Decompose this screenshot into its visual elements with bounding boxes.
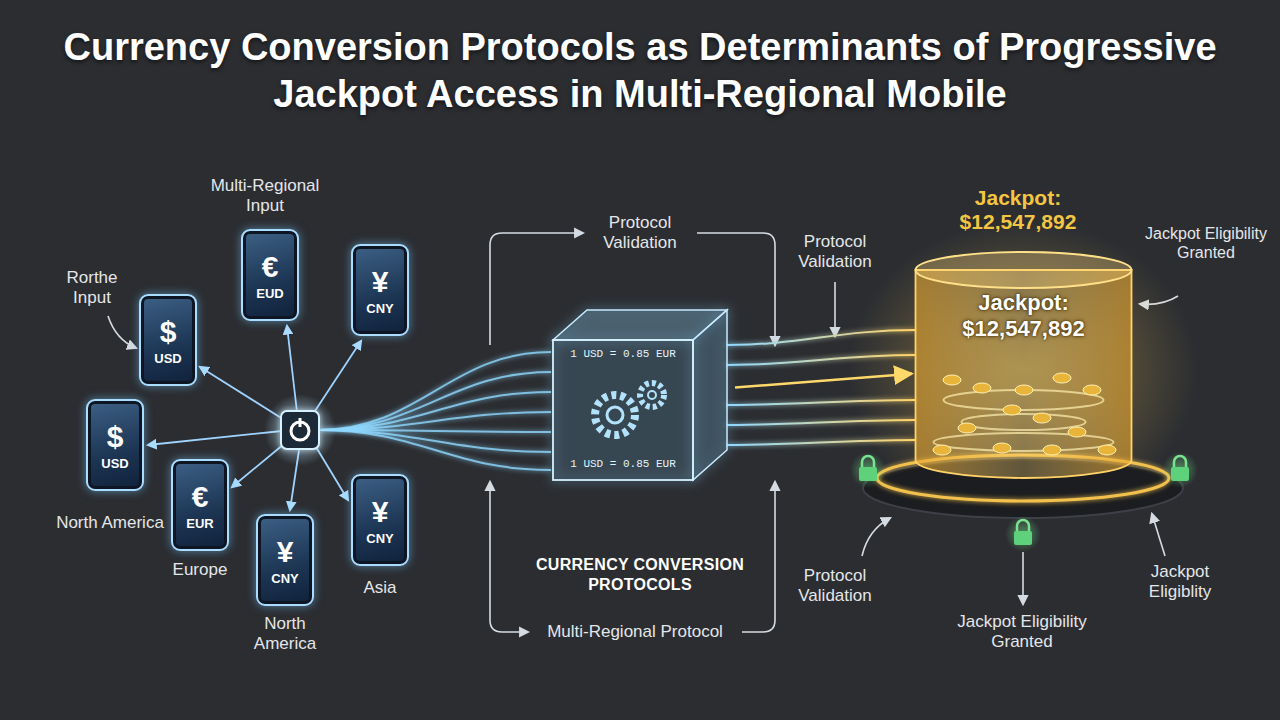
coin bbox=[1083, 385, 1101, 395]
coin bbox=[958, 423, 976, 433]
coin bbox=[1003, 405, 1021, 415]
phone-node: ¥ CNY bbox=[256, 514, 314, 606]
flow-line bbox=[318, 412, 551, 430]
step-label: Protocol Validation bbox=[785, 566, 885, 606]
flow-line bbox=[318, 430, 551, 470]
currency-code: CNY bbox=[366, 301, 393, 317]
coin bbox=[1015, 385, 1033, 395]
currency-code: CNY bbox=[366, 531, 393, 547]
bracket-arrow bbox=[490, 620, 528, 632]
swirl bbox=[934, 433, 1114, 451]
region-label: Asia bbox=[345, 578, 415, 598]
cube-side-face bbox=[693, 310, 727, 480]
leader-arrow bbox=[834, 282, 836, 336]
currency-symbol: ¥ bbox=[372, 265, 389, 299]
lock-body bbox=[1014, 531, 1032, 545]
diagram-title: Currency Conversion Protocols as Determi… bbox=[30, 24, 1250, 118]
flow-connector bbox=[735, 374, 912, 388]
lock-body bbox=[1171, 467, 1189, 481]
bracket-arrow bbox=[489, 482, 491, 620]
coin bbox=[933, 445, 951, 455]
flow-line bbox=[318, 372, 551, 430]
lock-glow bbox=[1162, 452, 1198, 488]
currency-code: EUD bbox=[256, 286, 283, 302]
phone-node: $ USD bbox=[86, 399, 144, 491]
lock-glow bbox=[850, 452, 886, 488]
currency-code: USD bbox=[101, 456, 128, 472]
currency-symbol: € bbox=[192, 480, 209, 514]
leader-arrow bbox=[1152, 514, 1165, 556]
leader-arrow bbox=[1022, 552, 1024, 604]
bracket-arrow bbox=[742, 482, 775, 632]
lock-body bbox=[859, 467, 877, 481]
jackpot-amount: Jackpot: $12,547,892 bbox=[928, 186, 1108, 234]
currency-symbol: $ bbox=[107, 420, 124, 454]
lock-shackle bbox=[1017, 520, 1029, 532]
region-label: North America bbox=[51, 513, 169, 533]
phone-node: ¥ CNY bbox=[351, 474, 409, 566]
rate-text: 1 USD = 0.85 EUR bbox=[553, 458, 693, 471]
phone-node: $ USD bbox=[139, 294, 197, 386]
currency-symbol: ¥ bbox=[277, 535, 294, 569]
flow-line bbox=[318, 352, 551, 430]
lock-icon bbox=[850, 452, 886, 488]
coin bbox=[1098, 445, 1116, 455]
phone-node: € EUR bbox=[171, 459, 229, 551]
lock-icon bbox=[1162, 452, 1198, 488]
input-label: Rorthe Input bbox=[50, 268, 134, 308]
step-label: Multi-Regional Protocol bbox=[530, 622, 740, 642]
group-label: Multi-Regional Input bbox=[195, 176, 335, 216]
phone-node: ¥ CNY bbox=[351, 244, 409, 336]
jackpot-pool: Jackpot: $12,547,892 bbox=[912, 250, 1135, 480]
flow-line bbox=[318, 430, 551, 452]
currency-code: USD bbox=[154, 351, 181, 367]
coin bbox=[1033, 413, 1051, 423]
leader-lines bbox=[108, 233, 1178, 632]
coin bbox=[1043, 445, 1061, 455]
hub-glow bbox=[264, 394, 336, 466]
cylinder-outline bbox=[912, 250, 1135, 480]
currency-symbol: ¥ bbox=[372, 495, 389, 529]
step-label: Protocol Validation bbox=[785, 232, 885, 272]
region-label: Europe bbox=[160, 560, 240, 580]
lock-glow bbox=[1005, 516, 1041, 552]
status-label: Jackpot Eligibility Granted bbox=[927, 612, 1117, 652]
currency-symbol: $ bbox=[160, 315, 177, 349]
jackpot-amount: Jackpot: $12,547,892 bbox=[938, 290, 1109, 342]
lock-icon bbox=[1005, 516, 1041, 552]
rate-text: 1 USD = 0.85 EUR bbox=[553, 348, 693, 361]
hub-link bbox=[148, 431, 282, 445]
currency-symbol: € bbox=[262, 250, 279, 284]
hub-icon bbox=[299, 418, 302, 427]
status-label: Jackpot Eligiblity bbox=[1130, 562, 1230, 602]
lock-shackle bbox=[1174, 456, 1186, 468]
cube-heading: CURRENCY CONVERSION PROTOCOLS bbox=[525, 555, 755, 595]
currency-code: CNY bbox=[271, 571, 298, 587]
cylinder-body bbox=[916, 270, 1132, 478]
leader-arrow bbox=[862, 518, 890, 556]
step-label: Protocol Validation bbox=[590, 213, 690, 253]
lock-shackle bbox=[862, 456, 874, 468]
flow-line bbox=[318, 392, 551, 430]
leader-arrow bbox=[108, 316, 136, 348]
status-label: Jackpot Eligibility Granted bbox=[1142, 224, 1270, 262]
cube-front-face bbox=[553, 340, 693, 480]
cylinder-top bbox=[916, 252, 1132, 288]
converter-cube: 1 USD = 0.85 EUR1 USD = 0.85 EURCURRENCY… bbox=[545, 300, 735, 490]
jackpot-glow bbox=[848, 220, 1198, 520]
swirl bbox=[962, 414, 1086, 430]
coin bbox=[943, 375, 961, 385]
phone-node: € EUD bbox=[241, 229, 299, 321]
hub-chip bbox=[281, 411, 319, 449]
currency-code: EUR bbox=[186, 516, 213, 532]
region-label: North America bbox=[243, 614, 327, 654]
data-flow bbox=[318, 352, 551, 470]
coin bbox=[973, 383, 991, 393]
coin bbox=[1053, 373, 1071, 383]
coin bbox=[993, 443, 1011, 453]
coin bbox=[1068, 427, 1086, 437]
